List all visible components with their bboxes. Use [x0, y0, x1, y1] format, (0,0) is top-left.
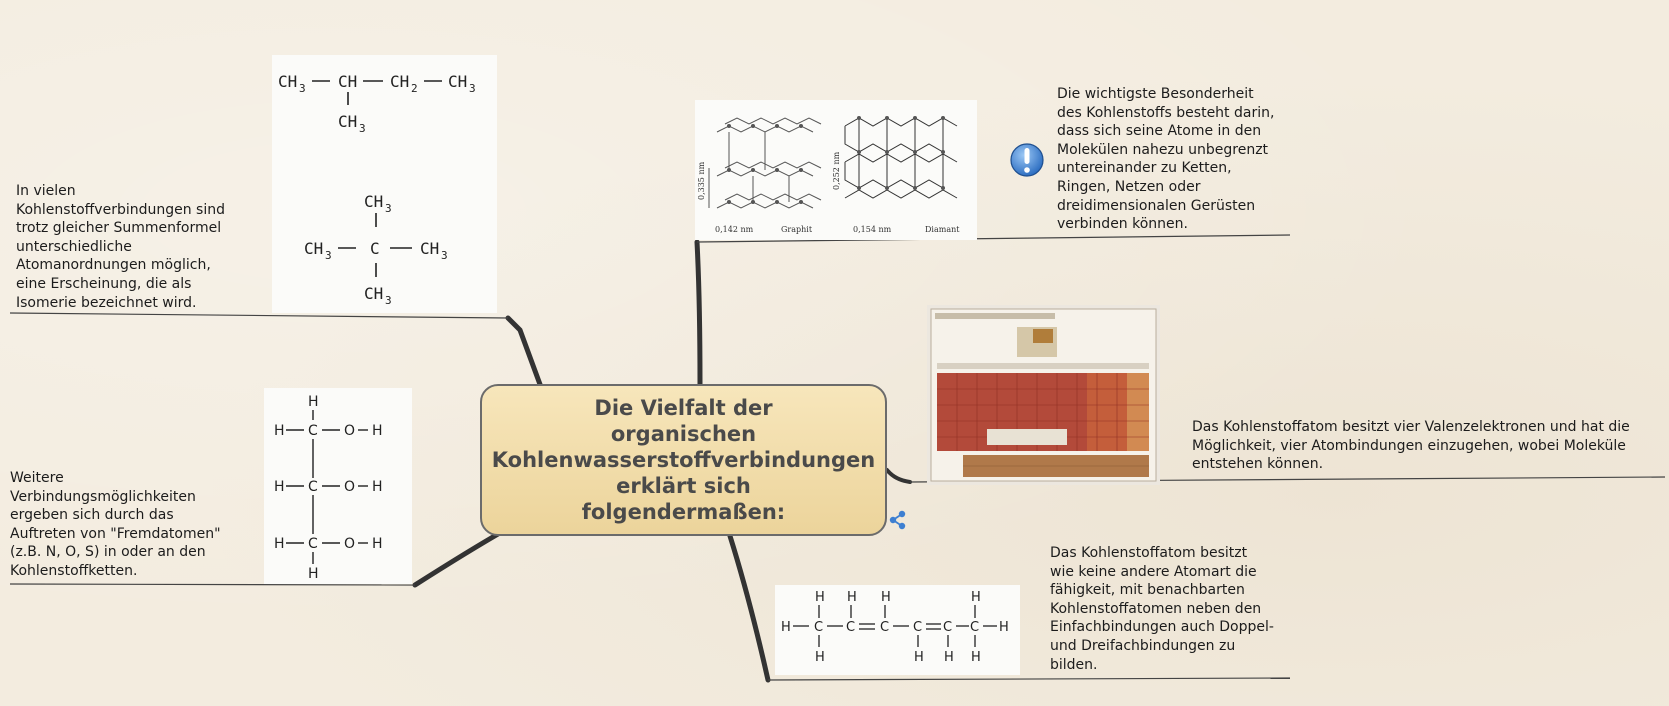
atom-sub: 3	[325, 249, 332, 262]
atom-sub: 3	[385, 294, 392, 307]
glycerol-svg: H H C O H H C O H H C O H H	[274, 394, 383, 582]
atom-label: H	[971, 650, 981, 665]
graphit-distance-label: 0,142 nm	[715, 225, 754, 234]
atom-label: H	[847, 590, 857, 605]
atom-sub: 3	[385, 202, 392, 215]
atom-label: H	[914, 650, 924, 665]
atom-label: C	[880, 620, 889, 635]
share-icon[interactable]	[888, 510, 908, 530]
isomer-structure-svg: CH 3 CH CH 2 CH 3 CH 3 CH 3 CH 3 C CH 3	[278, 72, 476, 307]
atom-label: C	[370, 239, 380, 258]
atom-label: C	[308, 536, 318, 552]
atom-label: H	[308, 566, 319, 582]
central-topic-title: Die Vielfalt der organischen Kohlenwasse…	[491, 396, 876, 524]
atom-label: C	[943, 620, 952, 635]
atom-label: H	[815, 650, 825, 665]
atom-label: H	[372, 423, 383, 439]
atom-label: CH	[364, 192, 383, 211]
diamant-distance-label: 0,154 nm	[853, 225, 892, 234]
atom-label: H	[372, 479, 383, 495]
central-topic[interactable]: Die Vielfalt der organischen Kohlenwasse…	[480, 384, 887, 536]
atom-label: H	[815, 590, 825, 605]
atom-label: CH	[338, 112, 357, 131]
graphit-layer	[708, 117, 822, 209]
graphit-diamant-image: 0,142 nm Graphit 0,154 nm Diamant 0,335 …	[695, 100, 977, 240]
note-doppelbindungen: Das Kohlenstoffatom besitzt wie keine an…	[1050, 545, 1274, 673]
graphit-layer-label: 0,335 nm	[697, 161, 706, 200]
atom-label: CH	[304, 239, 323, 258]
atom-label: H	[999, 620, 1009, 635]
atom-label: O	[344, 536, 355, 552]
atom-label: C	[308, 479, 318, 495]
atom-label: C	[308, 423, 318, 439]
atom-label: C	[970, 620, 979, 635]
atom-label: CH	[390, 72, 409, 91]
periodic-table-svg	[930, 308, 1157, 482]
atom-label: CH	[278, 72, 297, 91]
glycerol-structure-image: H H C O H H C O H H C O H H	[264, 388, 412, 584]
atom-label: C	[913, 620, 922, 635]
atom-label: H	[881, 590, 891, 605]
atom-label: O	[344, 423, 355, 439]
atom-label: H	[308, 394, 319, 410]
atom-label: CH	[420, 239, 439, 258]
exclamation-info-icon[interactable]	[1009, 140, 1045, 180]
diamant-label: Diamant	[925, 225, 960, 234]
atom-label: H	[944, 650, 954, 665]
note-isomerie: In vielen Kohlenstoffverbindungen sind t…	[16, 183, 225, 311]
atom-label: CH	[338, 72, 357, 91]
atom-sub: 3	[469, 82, 476, 95]
atom-label: CH	[448, 72, 467, 91]
note-fremdatome: Weitere Verbindungsmöglichkeiten ergeben…	[10, 470, 221, 579]
hexadiene-structure-image: H H H H H C C C C C C H	[775, 585, 1020, 675]
atom-label: C	[846, 620, 855, 635]
isomer-structures-image: CH 3 CH CH 2 CH 3 CH 3 CH 3 CH 3 C CH 3	[272, 55, 497, 313]
periodic-table-image	[927, 305, 1160, 485]
diamant-layer-label: 0,252 nm	[832, 151, 841, 190]
atom-sub: 3	[299, 82, 306, 95]
carbon-lattice-svg: 0,142 nm Graphit 0,154 nm Diamant 0,335 …	[697, 116, 960, 234]
note-valenzelektronen: Das Kohlenstoffatom besitzt vier Valenze…	[1192, 419, 1630, 473]
atom-label: H	[274, 423, 285, 439]
atom-label: O	[344, 479, 355, 495]
atom-sub: 3	[441, 249, 448, 262]
note-besonderheit: Die wichtigste Besonderheit des Kohlenst…	[1057, 86, 1275, 233]
atom-label: H	[274, 536, 285, 552]
atom-label: H	[274, 479, 285, 495]
atom-label: C	[814, 620, 823, 635]
graphit-label: Graphit	[781, 225, 813, 234]
hexadiene-svg: H H H H H C C C C C C H	[781, 590, 1009, 665]
atom-label: H	[781, 620, 791, 635]
atom-label: CH	[364, 284, 383, 303]
atom-label: H	[372, 536, 383, 552]
atom-sub: 3	[359, 122, 366, 135]
diamant-lattice	[844, 117, 958, 199]
atom-label: H	[971, 590, 981, 605]
atom-sub: 2	[411, 82, 418, 95]
